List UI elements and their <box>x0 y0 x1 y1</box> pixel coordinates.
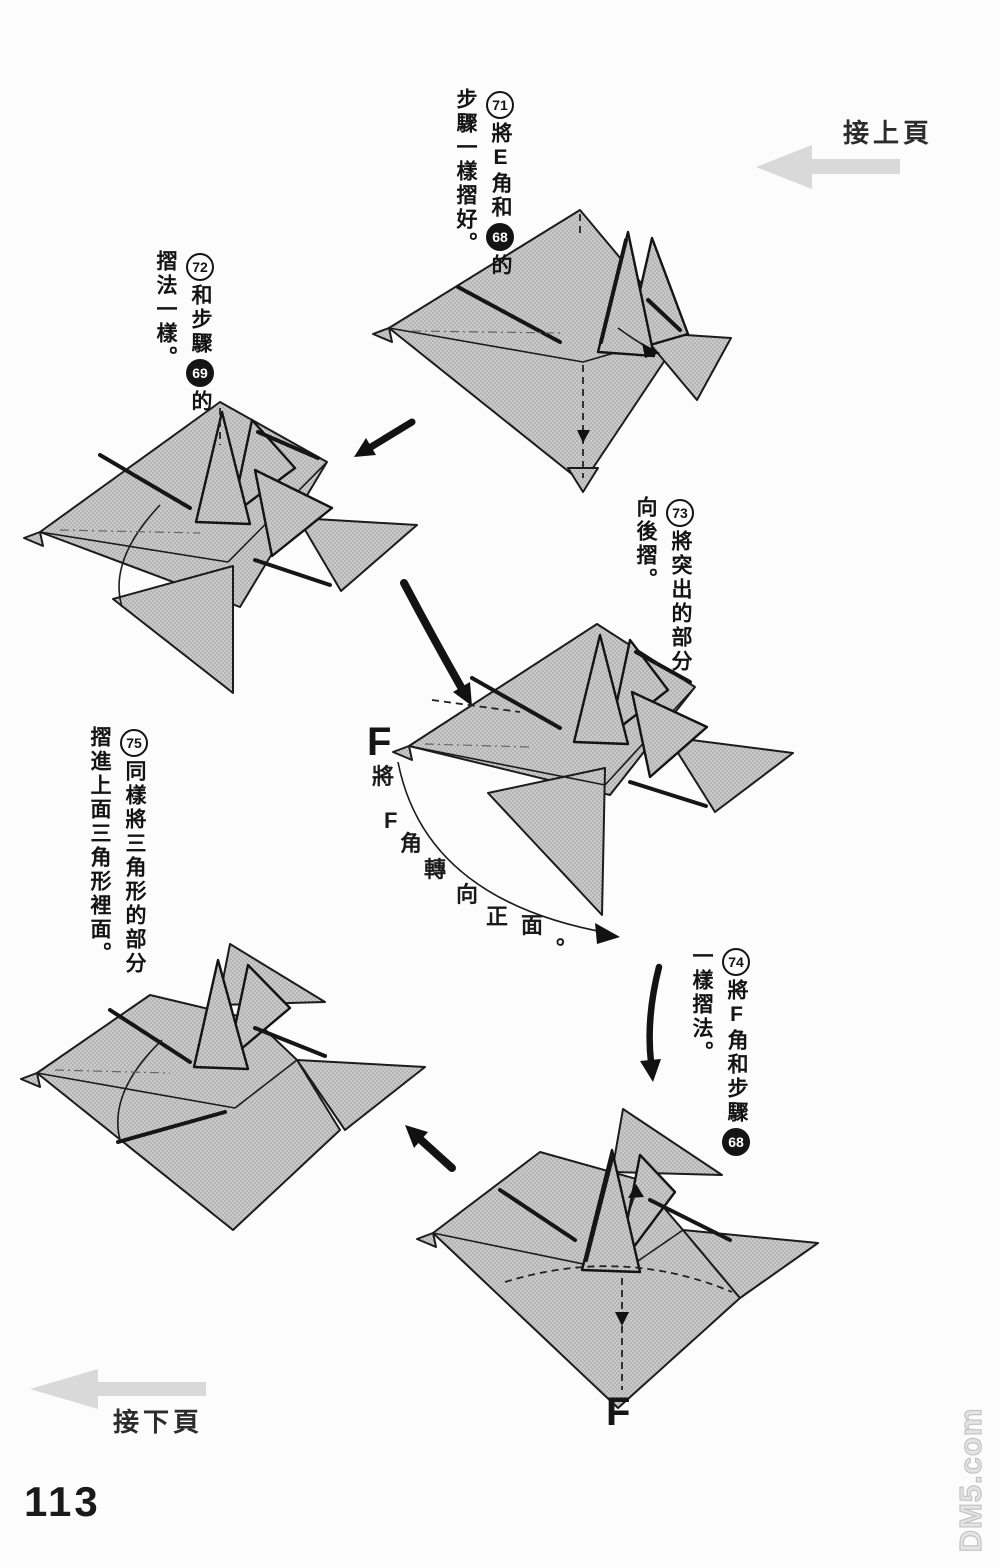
rotate-arrow-icon <box>397 761 620 944</box>
flow-arrow-74-75-icon <box>405 1125 456 1172</box>
flow-arrow-72-73-icon <box>400 579 472 706</box>
step-75-text: 同樣將三角形的部分 <box>123 760 146 976</box>
step-ref-69-badge: 69 <box>186 359 214 387</box>
step-73-text-line2: 向後摺。 <box>634 496 657 592</box>
step-71-text-line2: 步驟一樣摺好。 <box>454 88 477 256</box>
step-75-instruction: 75 同樣將三角形的部分 摺進上面三角形裡面。 <box>80 726 153 976</box>
next-page-arrow-icon <box>30 1369 206 1409</box>
rotate-label-char: 將 <box>372 764 395 789</box>
step-74-text-line2: 一樣摺法。 <box>690 945 713 1065</box>
step-ref-68-badge: 68 <box>486 223 514 251</box>
next-page-label: 接下頁 <box>113 1407 204 1437</box>
rotate-label-char: F <box>384 808 398 833</box>
rotate-label-char: 。 <box>556 924 579 949</box>
diagram-step-73 <box>392 623 794 916</box>
step-71-text-post: 的 <box>489 254 512 278</box>
step-ref-68b-badge: 68 <box>722 1128 750 1156</box>
step-72-text-post: 的 <box>189 390 212 414</box>
step-72-text-line2: 摺法一樣。 <box>154 250 177 370</box>
step-73-text: 將突出的部分 <box>669 530 692 674</box>
step-75-number-badge: 75 <box>120 729 148 757</box>
step-75-text-line2: 摺進上面三角形裡面。 <box>88 726 111 966</box>
prev-page-arrow-icon <box>756 145 900 189</box>
diagram-step-72 <box>23 401 418 694</box>
step-72-text: 和步驟 <box>189 284 212 356</box>
step-73-number-badge: 73 <box>666 499 694 527</box>
rotate-label-char: 轉 <box>424 857 447 882</box>
rotate-label-char: 向 <box>456 882 479 907</box>
step-74-text: 將F角和步驟 <box>725 979 748 1125</box>
flow-arrow-71-72-icon <box>354 418 416 457</box>
rotate-label-char: 角 <box>400 831 423 856</box>
step-72-instruction: 72 和步驟 69 的 摺法一樣。 <box>146 250 219 414</box>
prev-page-label: 接上頁 <box>843 118 934 148</box>
step-71-number-badge: 71 <box>486 91 514 119</box>
diagram-step-75 <box>20 943 426 1231</box>
flow-arrow-73-74-icon <box>640 963 663 1082</box>
page-number: 113 <box>24 1478 101 1525</box>
step-73-instruction: 73 將突出的部分 向後摺。 <box>626 496 699 674</box>
step-74-number-badge: 74 <box>722 948 750 976</box>
diagram-step-74 <box>416 1108 819 1409</box>
corner-f-label-bottom: F <box>606 1390 631 1434</box>
rotate-label-char: 面 <box>521 913 544 938</box>
step-71-text: 將E角和 <box>489 122 512 220</box>
step-74-instruction: 74 將F角和步驟 68 一樣摺法。 <box>682 945 755 1159</box>
watermark: DM5.com <box>952 1407 988 1553</box>
diagram-step-71 <box>372 209 732 493</box>
step-71-instruction: 71 將E角和 68 的 步驟一樣摺好。 <box>446 88 519 278</box>
step-72-number-badge: 72 <box>186 253 214 281</box>
rotate-label-char: 正 <box>486 904 509 929</box>
corner-f-label-mid: F <box>367 720 392 764</box>
